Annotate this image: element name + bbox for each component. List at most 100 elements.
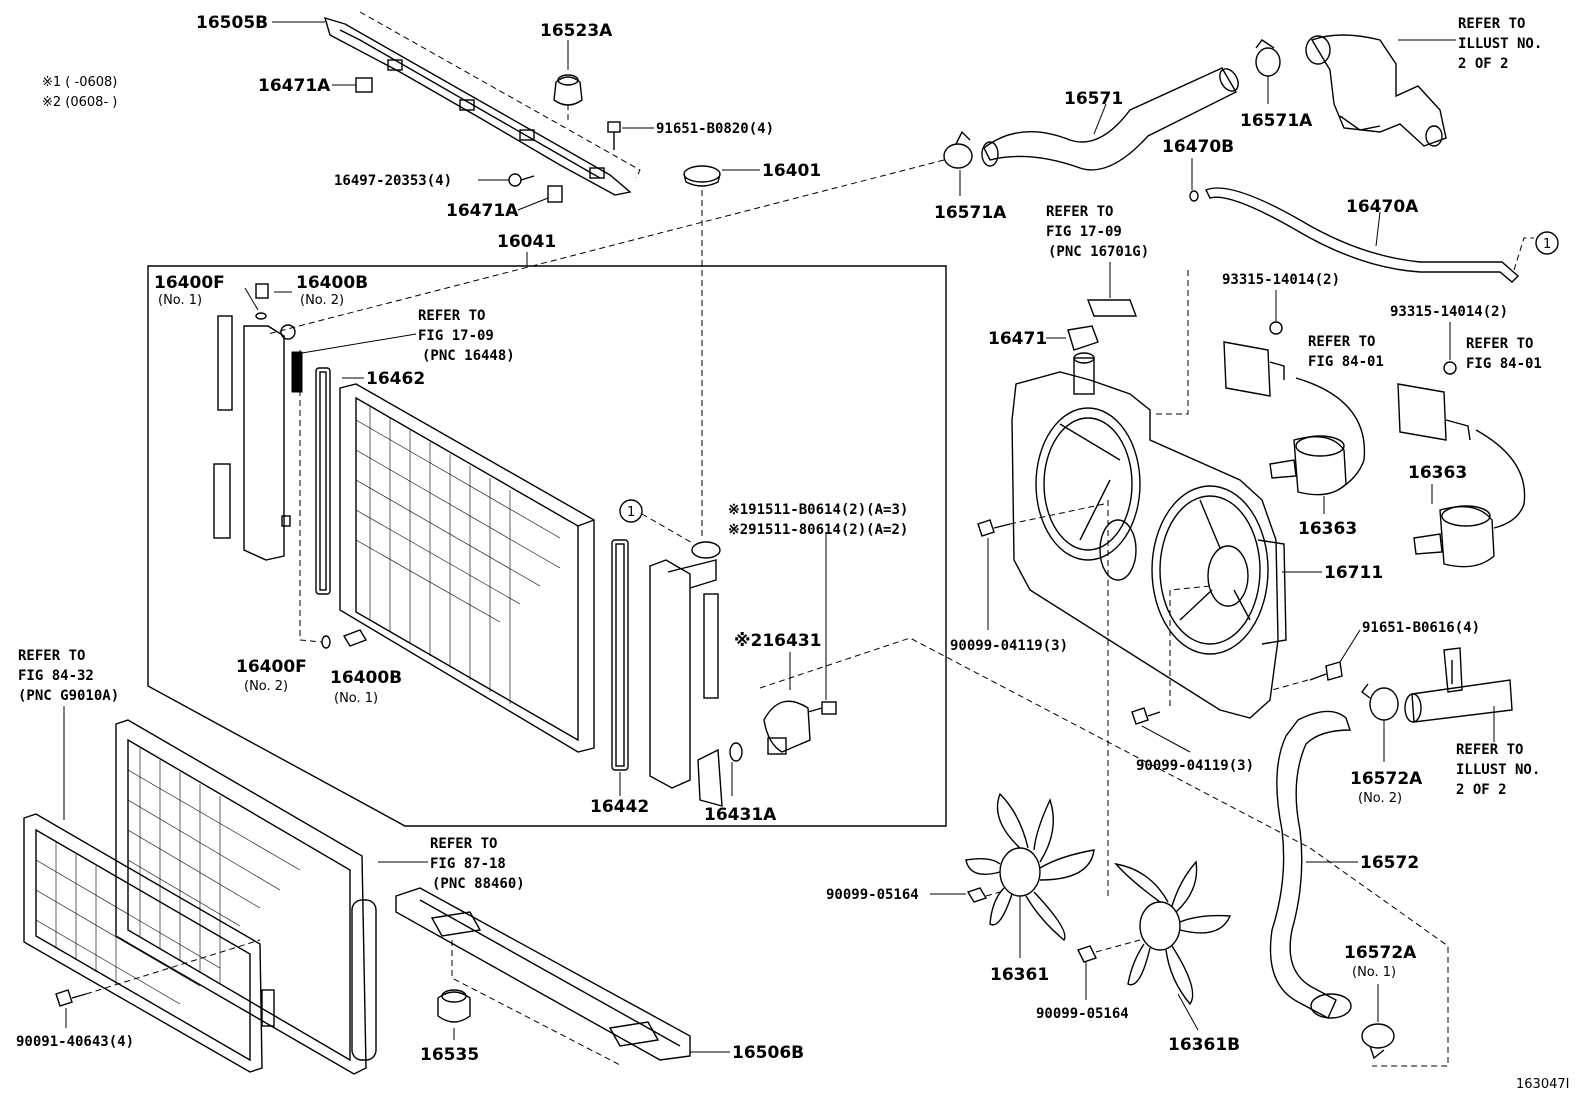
svg-text:2 OF 2: 2 OF 2: [1456, 782, 1507, 798]
refer-fig-17-09-pnc-16701G: REFER TO FIG 17-09 (PNC 16701G): [1046, 204, 1149, 260]
label-93315-14014-left: 93315-14014(2): [1222, 272, 1340, 288]
reference-circle-1: [619, 499, 643, 523]
label-16571A-left: 16571A: [934, 203, 1007, 223]
gasket-16442: [611, 539, 629, 771]
label-16523A: 16523A: [540, 21, 613, 41]
fan-16361: [965, 792, 1095, 942]
svg-text:ILLUST NO.: ILLUST NO.: [1456, 762, 1540, 778]
label-93315-14014-right: 93315-14014(2): [1390, 304, 1508, 320]
overflow-hose-16470A: [1205, 187, 1520, 283]
gasket-16462: [315, 367, 331, 595]
radiator-cap: [683, 165, 721, 187]
label-16535: 16535: [420, 1045, 479, 1065]
label-16572A-no2-note: (No. 2): [1358, 791, 1402, 806]
label-16431: ※216431: [734, 631, 822, 651]
svg-text:REFER TO: REFER TO: [430, 836, 497, 852]
bolt-91651-B0616: [1309, 661, 1343, 681]
svg-text:REFER TO: REFER TO: [1308, 334, 1375, 350]
refer-fig-17-09-pnc-16448: REFER TO FIG 17-09 (PNC 16448): [418, 308, 515, 364]
label-16470A: 16470A: [1346, 197, 1419, 217]
hose-clamp-16572A-no1: [1361, 1023, 1395, 1060]
bolt-91651-B0820: [607, 121, 621, 150]
fan-resistor-right: [1397, 361, 1526, 529]
refer-fig-87-18-pnc-88460: REFER TO FIG 87-18 (PNC 88460): [430, 836, 525, 892]
label-90099-04119-right: 90099-04119(3): [1136, 758, 1254, 774]
label-16400B-1: 16400B: [296, 273, 368, 293]
label-90091-40643: 90091-40643(4): [16, 1034, 134, 1050]
svg-text:REFER TO: REFER TO: [1466, 336, 1533, 352]
svg-text:REFER TO: REFER TO: [1046, 204, 1113, 220]
bolt-90099-04119-left: [977, 519, 1011, 537]
clip-16470B: [1189, 190, 1199, 202]
hose-clamp-16571A-left: [943, 130, 973, 169]
svg-text:(PNC 16701G): (PNC 16701G): [1048, 244, 1149, 260]
radiator-core-ac: [23, 813, 275, 1073]
label-16363-left: 16363: [1298, 519, 1357, 539]
label-16711: 16711: [1324, 563, 1383, 583]
label-16571A-right: 16571A: [1240, 111, 1313, 131]
label-91651-B0616: 91651-B0616(4): [1362, 620, 1480, 636]
drain-plug-top: [255, 283, 269, 320]
label-16572: 16572: [1360, 853, 1419, 873]
clip-16471A-lower: [547, 185, 563, 203]
label-16506B: 16506B: [732, 1043, 804, 1063]
svg-text:FIG 84-32: FIG 84-32: [18, 668, 94, 684]
drain-plug-lower: [321, 629, 368, 649]
refer-fig-84-01-left: REFER TO FIG 84-01: [1308, 334, 1384, 370]
refer-fig-84-32-pnc-G9010A: REFER TO FIG 84-32 (PNC G9010A): [18, 648, 119, 704]
label-16442: 16442: [590, 797, 649, 817]
label-16505B: 16505B: [196, 13, 268, 33]
label-16361B: 16361B: [1168, 1035, 1240, 1055]
refer-fig-84-01-right: REFER TO FIG 84-01: [1466, 336, 1542, 372]
svg-text:REFER TO: REFER TO: [418, 308, 485, 324]
bolt-90099-04119-right: [1131, 707, 1161, 725]
label-90099-05164-right: 90099-05164: [1036, 1006, 1129, 1022]
outlet-16431: [763, 700, 811, 755]
label-16400B-1-note: (No. 2): [300, 293, 344, 308]
label-16400F-1-note: (No. 1): [158, 293, 202, 308]
label-16400B-2-note: (No. 1): [334, 691, 378, 706]
refer-illust-2-of-2-top: REFER TO ILLUST NO. 2 OF 2: [1458, 16, 1542, 72]
lower-support-bracket: [395, 887, 691, 1061]
svg-text:REFER TO: REFER TO: [1458, 16, 1525, 32]
refer-illust-2-of-2-bottom: REFER TO ILLUST NO. 2 OF 2: [1456, 742, 1540, 798]
label-16400F-2: 16400F: [236, 657, 307, 677]
label-16401: 16401: [762, 161, 821, 181]
label-91511-B0614: ※191511-B0614(2)(A=3): [728, 502, 908, 518]
clip-16471A-top: [355, 77, 373, 93]
right-tank: [649, 541, 721, 789]
label-16041: 16041: [497, 232, 556, 252]
bolt-90091-40643: [55, 989, 87, 1007]
svg-text:REFER TO: REFER TO: [1456, 742, 1523, 758]
radiator-core: [339, 383, 595, 753]
label-91511-80614: ※291511-80614(2)(A=2): [728, 522, 908, 538]
fan-16361B: [1114, 860, 1232, 1006]
label-16471A-top: 16471A: [258, 76, 331, 96]
svg-text:FIG 87-18: FIG 87-18: [430, 856, 506, 872]
label-16462: 16462: [366, 369, 425, 389]
reference-circle-2-num: 1: [1543, 237, 1551, 252]
label-pad: [1086, 299, 1138, 317]
fan-shroud: [1011, 352, 1287, 719]
fan-motor-right: [1413, 505, 1495, 568]
fan-resistor-left: [1223, 321, 1366, 491]
fan-motor-left: [1269, 435, 1347, 496]
water-inlet-pipe: [1404, 647, 1513, 723]
svg-text:(PNC G9010A): (PNC G9010A): [18, 688, 119, 704]
label-91651-B0820: 91651-B0820(4): [656, 121, 774, 137]
hose-clamp-16572A-no2: [1361, 683, 1399, 721]
label-16400F-1: 16400F: [154, 273, 225, 293]
ac-condenser: [115, 719, 377, 1075]
left-tank: [213, 315, 296, 561]
water-outlet-housing: [1305, 34, 1447, 147]
svg-text:(PNC 16448): (PNC 16448): [422, 348, 515, 364]
svg-text:ILLUST NO.: ILLUST NO.: [1458, 36, 1542, 52]
svg-text:FIG 17-09: FIG 17-09: [1046, 224, 1122, 240]
label-16361: 16361: [990, 965, 1049, 985]
label-16431A: 16431A: [704, 805, 777, 825]
diagram-id: 163047I: [1516, 1077, 1569, 1092]
svg-text:FIG 84-01: FIG 84-01: [1308, 354, 1384, 370]
svg-text:2 OF 2: 2 OF 2: [1458, 56, 1509, 72]
label-90099-04119-left: 90099-04119(3): [950, 638, 1068, 654]
